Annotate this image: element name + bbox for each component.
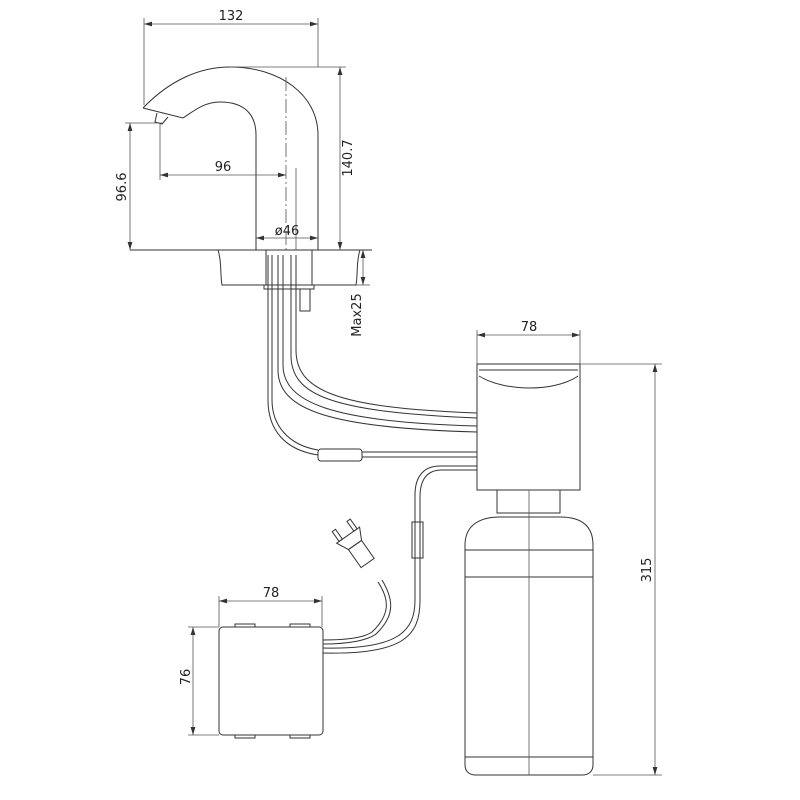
- power-plug-icon: [331, 518, 375, 569]
- svg-text:78: 78: [521, 320, 538, 335]
- dimension-control-box-78: 78: [476, 320, 581, 364]
- control-box: [476, 363, 581, 514]
- battery-box: [218, 623, 324, 739]
- dimension-max25: Max25: [350, 250, 370, 337]
- faucet-body: [142, 66, 319, 250]
- dimension-battery-78: 78: [218, 586, 323, 627]
- dimension-96-6: 96.6: [115, 122, 162, 250]
- svg-text:96.6: 96.6: [115, 173, 130, 202]
- hose-connector: [317, 448, 363, 462]
- svg-text:132: 132: [219, 9, 244, 24]
- svg-text:315: 315: [640, 558, 655, 583]
- svg-text:Max25: Max25: [350, 293, 365, 336]
- dimension-diameter-46: ø46: [256, 224, 318, 241]
- dimension-96: 96: [159, 123, 286, 180]
- dimension-315: 315: [580, 363, 662, 776]
- countertop: [130, 249, 372, 312]
- svg-text:78: 78: [263, 586, 280, 601]
- hoses: [267, 255, 478, 462]
- dimension-140-7: 140.7: [230, 66, 356, 250]
- svg-text:96: 96: [215, 160, 232, 175]
- svg-text:140.7: 140.7: [341, 139, 356, 176]
- svg-text:ø46: ø46: [275, 224, 300, 239]
- svg-text:76: 76: [179, 669, 194, 686]
- soap-bottle: [464, 490, 594, 776]
- dimension-132: 132: [143, 9, 319, 105]
- cable-connector: [411, 521, 424, 559]
- power-cables: [322, 465, 477, 654]
- dimension-76: 76: [179, 626, 219, 736]
